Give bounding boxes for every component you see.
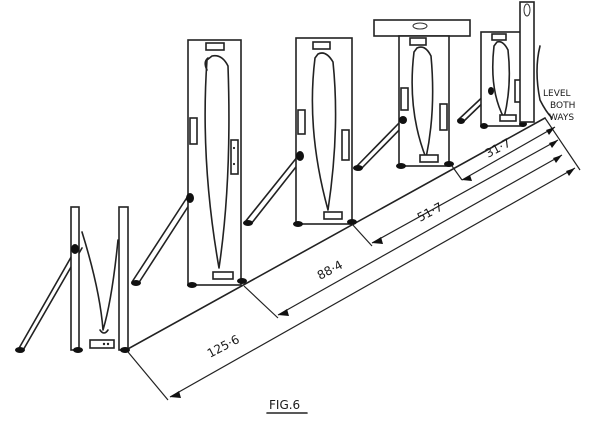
station-5 [457,31,527,129]
vertical-level-bubble-icon [523,3,531,17]
station-3-left-clamp [297,109,306,135]
vertical-level-pointer [536,45,553,119]
station-1-right-post [118,206,129,351]
station-5-top-block [491,33,507,41]
station-2-base-block [212,271,234,280]
vertical-level-bar [519,1,535,123]
station-4 [353,19,471,171]
dimension-line-88-4 [277,154,563,316]
note-line-2: BOTH [550,101,575,111]
station-2 [131,39,247,288]
level-note: LEVEL BOTH WAYS [543,89,575,123]
note-line-1: LEVEL [543,89,571,99]
station-4-strut [354,119,403,169]
station-2-right-clamp [230,139,239,175]
station-3 [243,37,357,227]
station-4-base-block [419,154,439,163]
station-2-blade-profile [204,54,230,269]
station-5-board [480,31,524,127]
station-1-strut [17,244,79,351]
dimension-lines [127,117,581,401]
spirit-level [373,19,471,37]
station-3-right-clamp [341,129,350,161]
figure-caption: FIG.6 [269,398,300,412]
dimension-label-31-7: 31·7 [483,136,513,161]
dimension-label-51-7: 51·7 [415,200,445,225]
station-2-left-clamp [189,117,198,145]
station-4-right-clamp [439,103,448,131]
station-3-blade-profile [311,52,337,211]
station-1 [15,206,130,353]
station-3-top-block [312,41,331,50]
station-3-base-block [323,211,343,220]
station-4-left-clamp [400,87,409,111]
station-2-strut [131,195,189,283]
station-4-top-block [409,37,427,46]
dimension-label-88-4: 88·4 [315,258,345,283]
dimension-label-125-6: 125·6 [205,332,242,360]
station-4-blade-profile [411,46,434,159]
ground-line [125,117,546,351]
dimension-line-31-7 [461,126,556,181]
station-2-top-block [205,42,225,51]
vertical-level [519,1,553,123]
level-bubble-icon [412,22,428,30]
note-line-3: WAYS [549,113,574,123]
dimension-line-125-6 [169,167,576,398]
station-1-left-post [70,206,80,351]
station-5-base-block [499,114,517,122]
station-1-blade-profile [81,231,119,331]
station-3-strut [244,155,299,223]
dimension-line-51-7 [371,139,559,244]
station-1-base-block [89,339,115,349]
station-5-blade-profile [491,40,511,119]
